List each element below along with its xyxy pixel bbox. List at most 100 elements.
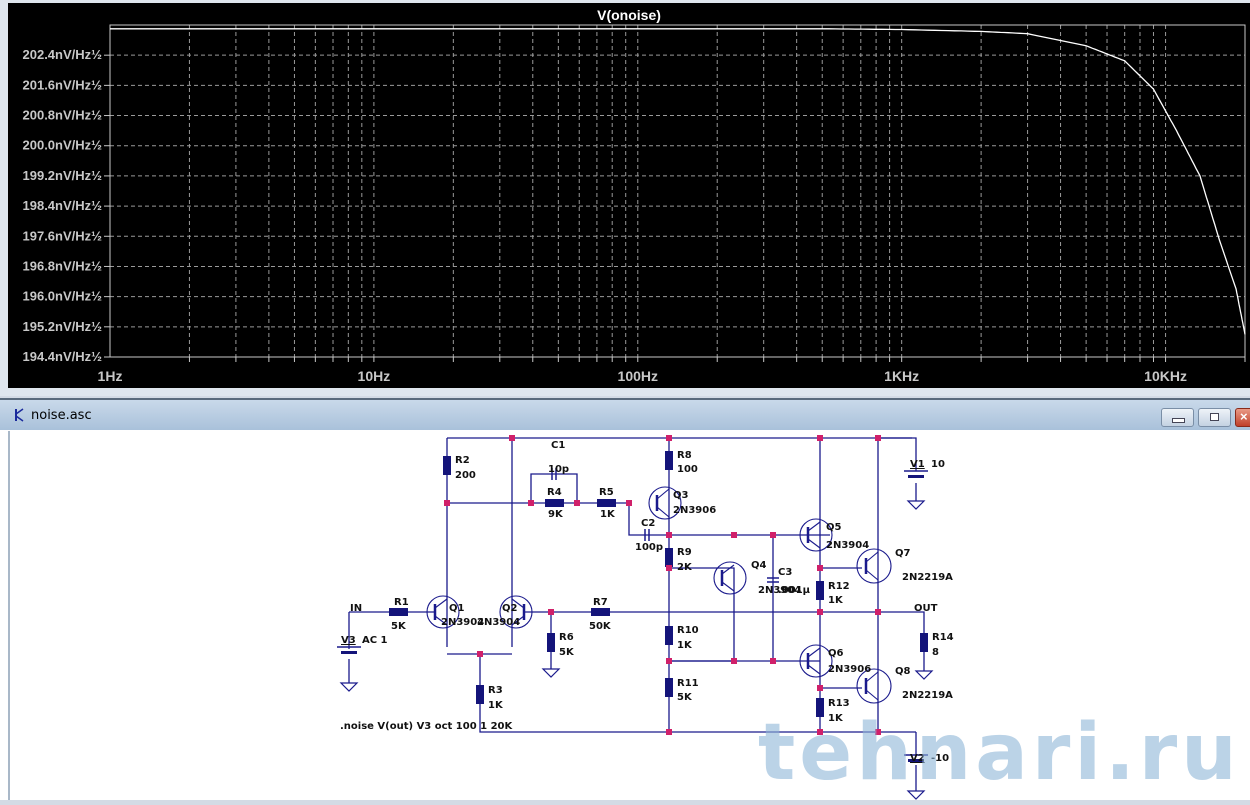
q3-model: 2N3906 xyxy=(673,505,716,516)
q8-name: Q8 xyxy=(895,666,911,677)
junction-dot xyxy=(875,609,881,615)
trace-title[interactable]: V(onoise) xyxy=(8,7,1250,23)
junction-dot xyxy=(817,685,823,691)
wire-out xyxy=(820,612,924,671)
q6-name: Q6 xyxy=(828,648,844,659)
series-layer xyxy=(110,29,1245,335)
junction-dot xyxy=(666,435,672,441)
junction-dot xyxy=(477,651,483,657)
ground-icon xyxy=(916,671,932,679)
x-tick-label: 100Hz xyxy=(618,368,658,384)
transistor-q7 xyxy=(857,549,891,583)
transistor-q4 xyxy=(714,562,746,594)
q3-name: Q3 xyxy=(673,490,689,501)
resistor-r6 xyxy=(547,633,555,652)
schematic-window-title: noise.asc xyxy=(31,408,92,423)
plot-frame xyxy=(110,25,1245,357)
r14-name: R14 xyxy=(932,632,954,643)
axes-layer xyxy=(104,25,1245,362)
close-button[interactable]: × xyxy=(1235,408,1250,427)
r7-name: R7 xyxy=(593,597,608,608)
x-tick-label: 1KHz xyxy=(884,368,919,384)
r2-name: R2 xyxy=(455,455,470,466)
resistor-r1 xyxy=(389,608,408,616)
junction-dot xyxy=(626,500,632,506)
schematic-window: noise.asc × xyxy=(0,398,1250,800)
r1-name: R1 xyxy=(394,597,409,608)
junctions xyxy=(444,435,881,735)
junction-dot xyxy=(731,532,737,538)
junction-dot xyxy=(666,658,672,664)
maximize-button[interactable] xyxy=(1198,408,1231,427)
junction-dot xyxy=(817,609,823,615)
y-tick-label: 198.4nV/Hz½ xyxy=(23,198,103,213)
q6-model: 2N3906 xyxy=(828,664,871,675)
r4-name: R4 xyxy=(547,487,562,498)
spice-directive[interactable]: .noise V(out) V3 oct 100 1 20K xyxy=(340,721,514,732)
circuit-diagram[interactable]: R1 5K R2 200 R3 1K R4 9K R5 1K R6 5K R7 … xyxy=(10,431,1250,800)
r4-value: 9K xyxy=(548,509,564,520)
junction-dot xyxy=(875,435,881,441)
ground-icon xyxy=(543,669,559,677)
x-tick-label: 10Hz xyxy=(358,368,391,384)
q8-model: 2N2219A xyxy=(902,690,953,701)
minimize-icon xyxy=(1172,418,1185,423)
junction-dot xyxy=(509,435,515,441)
r6-name: R6 xyxy=(559,632,574,643)
maximize-icon xyxy=(1210,413,1219,421)
resistor-r12 xyxy=(816,581,824,600)
r11-name: R11 xyxy=(677,678,699,689)
y-tick-label: 202.4nV/Hz½ xyxy=(23,47,103,62)
junction-dot xyxy=(770,658,776,664)
junction-dot xyxy=(528,500,534,506)
v1-value: 10 xyxy=(931,459,945,470)
y-tick-label: 196.0nV/Hz½ xyxy=(23,289,103,304)
junction-dot xyxy=(548,609,554,615)
series-line-vonoise xyxy=(110,29,1245,335)
r8-value: 100 xyxy=(677,464,698,475)
junction-dot xyxy=(731,658,737,664)
junction-dot xyxy=(666,729,672,735)
c3-name: C3 xyxy=(778,567,792,578)
v3-value: AC 1 xyxy=(362,635,388,646)
q2-name: Q2 xyxy=(502,603,518,614)
r14-value: 8 xyxy=(932,647,939,658)
resistor-r4 xyxy=(545,499,564,507)
q5-model: 2N3904 xyxy=(826,540,869,551)
resistor-r11 xyxy=(665,678,673,697)
schematic-titlebar[interactable]: noise.asc × xyxy=(0,400,1250,430)
noise-chart[interactable]: 202.4nV/Hz½201.6nV/Hz½200.8nV/Hz½200.0nV… xyxy=(8,3,1250,388)
r11-value: 5K xyxy=(677,692,693,703)
resistor-r5 xyxy=(597,499,616,507)
r10-value: 1K xyxy=(677,640,693,651)
x-tick-label: 1Hz xyxy=(98,368,123,384)
c2-value: 100p xyxy=(635,542,663,553)
junction-dot xyxy=(574,500,580,506)
q2-model: 2N3904 xyxy=(477,617,520,628)
minimize-button[interactable] xyxy=(1161,408,1194,427)
ground-icon xyxy=(908,501,924,509)
r10-name: R10 xyxy=(677,625,699,636)
resistor-r9 xyxy=(665,548,673,567)
y-tick-label: 194.4nV/Hz½ xyxy=(23,349,103,364)
r7-value: 50K xyxy=(589,621,612,632)
junction-dot xyxy=(817,435,823,441)
y-tick-label: 200.0nV/Hz½ xyxy=(23,138,103,153)
net-label-in: IN xyxy=(350,603,362,614)
junction-dot xyxy=(444,500,450,506)
q1-name: Q1 xyxy=(449,603,465,614)
y-tick-label: 199.2nV/Hz½ xyxy=(23,168,103,183)
c1-name: C1 xyxy=(551,440,565,451)
r9-name: R9 xyxy=(677,547,692,558)
watermark: tehnari.ru xyxy=(758,708,1241,798)
resistor-r2 xyxy=(443,456,451,475)
y-tick-label: 196.8nV/Hz½ xyxy=(23,258,103,273)
c2-name: C2 xyxy=(641,518,655,529)
schematic-canvas[interactable]: R1 5K R2 200 R3 1K R4 9K R5 1K R6 5K R7 … xyxy=(8,431,1250,800)
y-tick-label: 200.8nV/Hz½ xyxy=(23,108,103,123)
resistor-r10 xyxy=(665,626,673,645)
ground-icon xyxy=(341,683,357,691)
x-tick-label: 10KHz xyxy=(1144,368,1187,384)
resistor-r8 xyxy=(665,451,673,470)
